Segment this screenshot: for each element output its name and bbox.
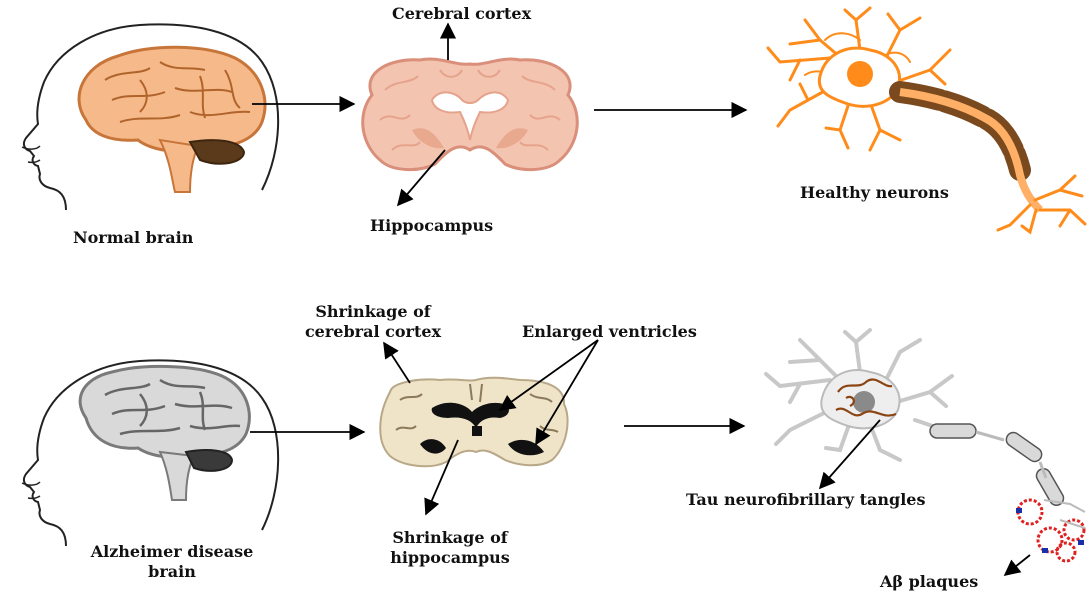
healthy-neuron xyxy=(766,6,1087,235)
label-shrinkage-cerebral-cortex: Shrinkage of cerebral cortex xyxy=(293,302,453,342)
label-shrinkage-cortex-line1: Shrinkage of xyxy=(315,302,431,321)
label-normal-brain: Normal brain xyxy=(73,228,194,247)
label-alzheimer-disease-brain: Alzheimer disease brain xyxy=(72,542,272,582)
label-alz-line2: brain xyxy=(148,562,196,581)
healthy-brain xyxy=(77,45,267,193)
label-cerebral-cortex: Cerebral cortex xyxy=(392,4,532,23)
alzheimer-brain xyxy=(78,364,251,501)
label-shrinkage-cortex-line2: cerebral cortex xyxy=(304,322,442,341)
label-shrinkage-hippo-line2: hippocampus xyxy=(390,548,510,567)
alzheimer-brain-slice xyxy=(379,376,569,468)
abeta-plaques-cluster xyxy=(1016,498,1086,563)
label-alz-line1: Alzheimer disease xyxy=(90,542,254,561)
label-hippocampus: Hippocampus xyxy=(370,216,494,235)
label-shrinkage-hippo-line1: Shrinkage of xyxy=(392,528,508,547)
alzheimer-head-illustration xyxy=(21,359,280,547)
label-tau-tangles: Tau neurofibrillary tangles xyxy=(686,490,926,509)
label-shrinkage-hippocampus: Shrinkage of hippocampus xyxy=(370,528,530,568)
label-enlarged-ventricles: Enlarged ventricles xyxy=(522,322,697,341)
healthy-brain-slice xyxy=(361,57,579,171)
arrows xyxy=(250,22,1031,577)
label-abeta-plaques: Aβ plaques xyxy=(880,572,979,591)
normal-head-illustration xyxy=(21,23,280,211)
alzheimer-neuron xyxy=(764,328,1086,563)
label-healthy-neurons: Healthy neurons xyxy=(800,183,949,202)
